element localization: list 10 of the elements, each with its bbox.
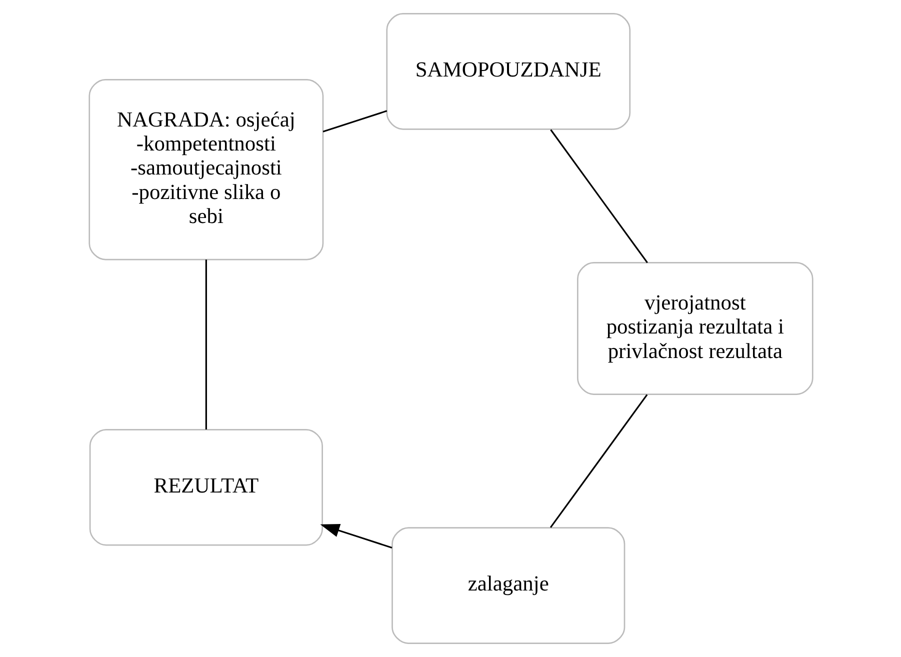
connector [204,260,206,430]
connector [550,129,648,264]
node-box: zalaganje [391,527,625,644]
arrow [320,524,392,549]
connector [322,110,387,132]
node-box: vjerojatnost postizanja rezultata i privlačnost rezultata [576,262,813,395]
node-box: NAGRADA: osjećaj -kompetentnosti -samoutjecajnosti -pozitivne slika o sebi [88,78,324,260]
node-box: SAMOPOUZDANJE [386,13,630,130]
node-box: REZULTAT [88,428,322,546]
connector [549,394,648,528]
